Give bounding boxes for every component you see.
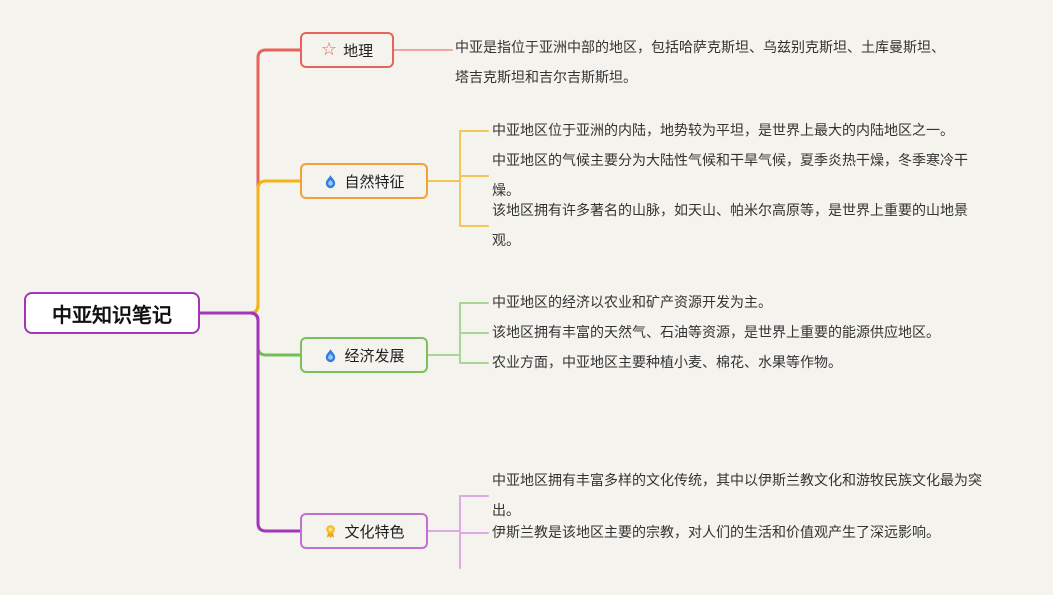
branch-label: 文化特色 [344, 522, 405, 541]
leaf-text[interactable]: 中亚是指位于亚洲中部的地区，包括哈萨克斯坦、乌兹别克斯坦、土库曼斯坦、塔吉克斯坦… [455, 40, 945, 86]
root-label: 中亚知识笔记 [52, 302, 172, 327]
branch-label: 自然特征 [344, 172, 405, 191]
branch-node-geography[interactable]: ☆ 地理 [300, 32, 394, 68]
leaf-text[interactable]: 农业方面，中亚地区主要种植小麦、棉花、水果等作物。 [492, 355, 842, 371]
economy-leaf-lines [427, 302, 489, 364]
trunk-economy-line [197, 311, 302, 357]
medal-icon [323, 524, 338, 539]
branch-node-natural-features[interactable]: 自然特征 [300, 163, 428, 199]
branch-node-economic-development[interactable]: 经济发展 [300, 337, 428, 373]
leaf-text[interactable]: 中亚地区位于亚洲的内陆，地势较为平坦，是世界上最大的内陆地区之一。 [492, 123, 954, 139]
branch-node-cultural-characteristics[interactable]: 文化特色 [300, 513, 428, 549]
trunk-natural-line [197, 179, 302, 315]
leaf-text[interactable]: 该地区拥有丰富的天然气、石油等资源，是世界上重要的能源供应地区。 [492, 325, 940, 341]
leaf-text[interactable]: 该地区拥有许多著名的山脉，如天山、帕米尔高原等，是世界上重要的山地景观。 [492, 203, 968, 249]
branch-label: 经济发展 [344, 346, 405, 365]
leaf-text[interactable]: 中亚地区的经济以农业和矿产资源开发为主。 [492, 295, 772, 311]
culture-leaf-lines [427, 495, 489, 569]
flame-icon [323, 174, 338, 189]
flame-icon [323, 348, 338, 363]
leaf-text[interactable]: 伊斯兰教是该地区主要的宗教，对人们的生活和价值观产生了深远影响。 [492, 525, 940, 541]
root-node[interactable]: 中亚知识笔记 [24, 292, 200, 334]
branch-label: 地理 [343, 41, 374, 60]
star-icon: ☆ [320, 39, 338, 60]
natural-leaf-lines [427, 130, 489, 227]
leaf-text[interactable]: 中亚地区的气候主要分为大陆性气候和干旱气候，夏季炎热干燥，冬季寒冷干燥。 [492, 153, 968, 199]
trunk-culture-line [197, 311, 302, 533]
leaf-text[interactable]: 中亚地区拥有丰富多样的文化传统，其中以伊斯兰教文化和游牧民族文化最为突出。 [492, 473, 982, 519]
